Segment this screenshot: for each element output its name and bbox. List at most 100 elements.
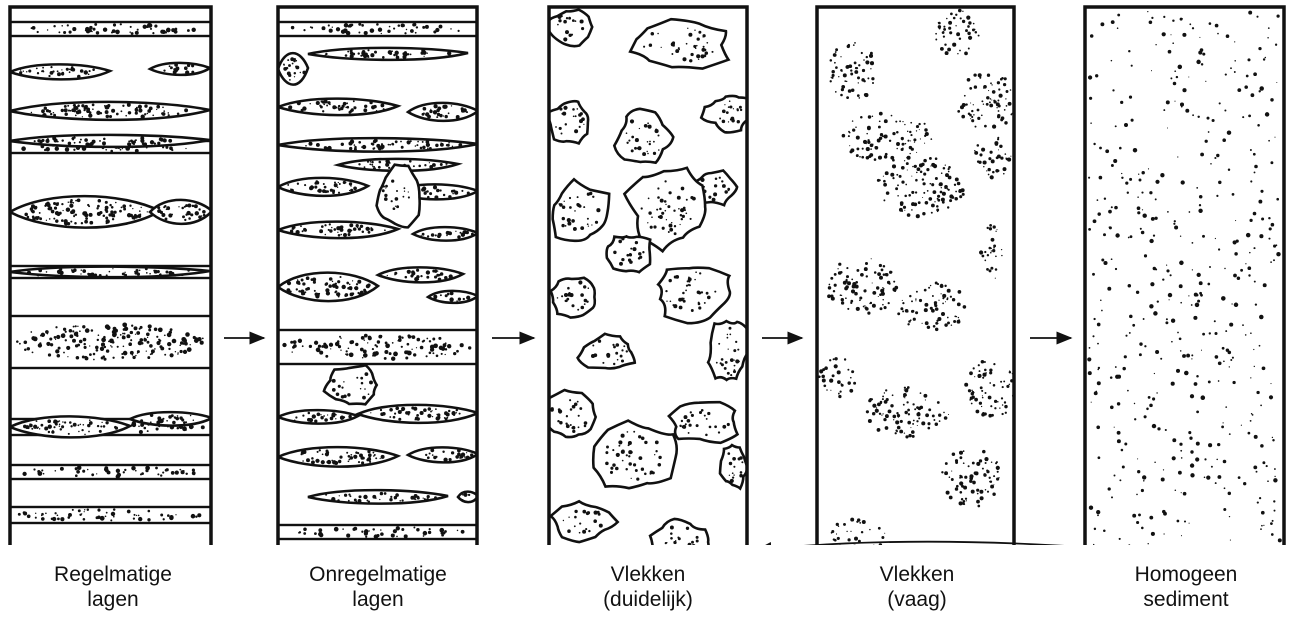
grain-dot [947,321,950,324]
grain-dot [159,345,162,348]
grain-dot [185,148,186,149]
grain-dot [566,415,568,417]
grain-dot [1190,473,1194,477]
grain-dot [998,110,1000,112]
grain-dot [92,28,95,31]
grain-dot [1165,429,1167,431]
grain-dot [847,369,849,371]
grain-dot [1253,349,1254,350]
grain-dot [727,372,730,375]
grain-dot [959,451,963,455]
grain-dot [846,531,847,532]
grain-dot [981,360,985,364]
grain-dot [1184,520,1186,522]
grain-dot [580,293,584,297]
grain-dot [1257,124,1260,127]
grain-dot [976,500,980,504]
grain-dot [339,183,341,185]
grain-dot [27,271,31,275]
grain-dot [55,349,59,353]
grain-dot [387,275,388,276]
grain-dot [159,274,162,277]
grain-dot [930,285,931,286]
grain-dot [634,147,637,150]
grain-dot [630,451,633,454]
grain-dot [97,212,101,216]
grain-dot [850,300,853,303]
grain-dot [925,201,929,205]
grain-dot [175,351,176,352]
grain-dot [849,145,850,146]
grain-dot [1271,223,1275,227]
grain-dot [31,27,33,29]
grain-dot [1097,212,1100,215]
grain-dot [690,218,692,220]
grain-dot [1197,300,1200,303]
grain-dot [82,470,85,473]
grain-dot [185,429,187,431]
grain-dot [88,113,92,117]
grain-dot [990,480,992,482]
grain-dot [364,31,368,35]
grain-dot [459,413,461,415]
grain-dot [883,265,886,268]
grain-dot [930,138,932,140]
grain-dot [1101,310,1103,312]
grain-dot [915,191,917,193]
grain-dot [722,120,726,124]
grain-dot [1276,252,1280,256]
grain-dot [985,372,987,374]
grain-dot [63,31,66,34]
grain-dot [37,216,40,219]
grain-dot [829,284,831,286]
grain-dot [429,340,431,342]
grain-dot [99,274,102,277]
grain-dot [294,72,296,74]
grain-dot [578,280,582,284]
grain-dot [668,231,670,233]
grain-dot [858,64,860,66]
grain-dot [1167,127,1168,128]
grain-dot [453,352,456,355]
grain-dot [202,337,204,339]
grain-dot [370,161,372,163]
grain-dot [872,282,873,283]
grain-dot [427,196,430,199]
grain-dot [917,425,918,426]
grain-dot [107,472,110,475]
grain-dot [384,197,388,201]
grain-dot [1166,265,1167,266]
grain-dot [1232,357,1234,359]
grain-dot [346,350,348,352]
grain-dot [1111,206,1113,208]
caption-homogeen-sediment: Homogeen sediment [1096,562,1276,612]
grain-dot [919,129,920,130]
grain-dot [1186,354,1190,358]
grain-dot [1155,198,1157,200]
grain-dot [847,308,849,310]
grain-dot [130,331,133,334]
grain-dot [993,244,996,247]
grain-dot [682,425,685,428]
grain-dot [46,109,49,112]
caption-line-1: Vlekken [827,562,1007,587]
grain-dot [1229,433,1231,435]
grain-dot [177,427,180,430]
grain-dot [50,66,52,68]
grain-dot [1128,544,1130,545]
grain-dot [1015,393,1017,395]
grain-dot [691,414,694,417]
grain-dot [42,70,43,71]
grain-dot [613,363,615,365]
grain-dot [49,337,52,340]
grain-dot [1097,323,1101,327]
grain-dot [350,189,353,192]
grain-dot [408,335,411,338]
grain-dot [1259,315,1264,320]
grain-dot [948,21,952,25]
grain-dot [621,450,625,454]
grain-dot [318,345,321,348]
grain-dot [695,271,697,273]
grain-dot [426,52,427,53]
grain-dot [1140,228,1142,230]
